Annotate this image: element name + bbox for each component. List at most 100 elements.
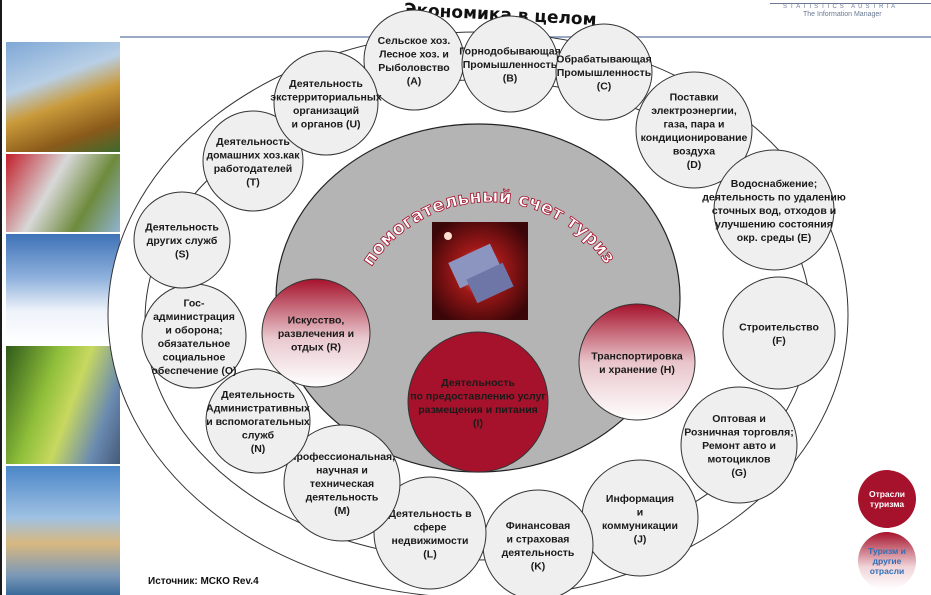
sector-label-line: Водоснабжение; — [731, 178, 817, 190]
sector-label-line: (A) — [407, 75, 422, 87]
sector-label-line: (C) — [597, 81, 612, 93]
sector-circle — [722, 276, 836, 390]
sector-label-line: администрация — [153, 311, 235, 323]
sector-label-line: мотоциклов — [708, 454, 771, 466]
sector-circle — [283, 424, 401, 542]
sector-label-line: Ремонт авто и — [702, 440, 776, 452]
sector-label-line: Промышленность — [557, 67, 652, 79]
sector-label-line: (I) — [473, 417, 483, 429]
sector-label-line: деятельность по удалению — [702, 192, 846, 204]
sector-f: Строительство (F) — [722, 276, 836, 390]
sector-label-line: развлечения и — [278, 328, 354, 340]
sector-label-line: обязательное — [158, 338, 231, 350]
sector-label-line: Поставки — [670, 91, 719, 103]
sector-label-line: (M) — [334, 505, 350, 517]
legend-tourism-sectors: Отрасли туризма — [858, 470, 916, 528]
legend-tourism-label: Отрасли туризма — [868, 488, 906, 509]
sector-label-line: и страховая — [507, 533, 570, 545]
sector-label-line: и органов (U) — [291, 118, 360, 130]
sector-label-line: Информация — [606, 493, 674, 505]
sector-label-line: воздуха — [673, 145, 715, 157]
sector-circle — [261, 278, 371, 388]
sector-label-line: Горнодобывающая — [459, 46, 560, 58]
sector-label-line: (T) — [246, 176, 259, 188]
sector-e: Водоснабжение;деятельность по удалениюст… — [702, 149, 846, 271]
sector-label-line: Деятельность в — [388, 508, 472, 520]
sector-label-line: сфере — [414, 521, 447, 533]
sector-label-line: обеспечение (O) — [151, 365, 236, 377]
sector-label-line: газа, пара и — [664, 118, 725, 130]
sector-label-line: недвижимости — [392, 535, 469, 547]
palace-photo — [6, 466, 120, 595]
sector-label-line: Розничная торговля; — [684, 427, 793, 439]
legend-mixed-label: Туризм и другие отрасли — [868, 545, 906, 577]
sector-circle — [680, 386, 798, 504]
sector-label-line: Деятельность — [145, 222, 219, 234]
ski-photo — [6, 234, 120, 344]
sector-label-line: улучшению состояния — [715, 219, 833, 231]
sector-label-line: экстерриториальных — [270, 91, 382, 103]
sector-circle — [373, 476, 487, 590]
sector-circle — [555, 23, 653, 121]
sector-label-line: Профессиональная, — [289, 451, 395, 463]
sector-label-line: Деятельность — [221, 389, 295, 401]
sector-label-line: и оборона; — [165, 324, 222, 336]
sector-g: Оптовая и Розничная торговля;Ремонт авто … — [680, 386, 798, 504]
sector-label-line: Оптовая и — [712, 413, 766, 425]
sector-label-line: (J) — [634, 533, 647, 545]
sector-u: Деятельностьэкстерриториальныхорганизаци… — [270, 50, 382, 156]
sector-label-line: (F) — [772, 335, 785, 347]
sector-circle — [407, 331, 549, 473]
sector-circle — [578, 303, 696, 421]
sector-circle — [273, 50, 379, 156]
sector-circle — [205, 368, 311, 474]
sector-label-line: Деятельность — [441, 377, 515, 389]
sector-label-line: (B) — [503, 73, 518, 85]
sector-label-line: и хранение (H) — [599, 364, 675, 376]
sector-label-line: (L) — [423, 548, 436, 560]
statue-photo — [6, 42, 120, 152]
logo-text-top: STATISTICS AUSTRIA — [783, 4, 899, 10]
sector-label-line: Финансовая — [506, 520, 570, 532]
sector-label-line: Строительство — [739, 321, 819, 333]
zimmer-frei-photo — [6, 154, 120, 232]
sector-label-line: Рыболовство — [378, 62, 449, 74]
sector-label-line: техническая — [310, 478, 374, 490]
sector-label-line: Промышленность — [463, 59, 558, 71]
sector-label-line: деятельность — [502, 547, 575, 559]
sector-label-line: научная и — [316, 465, 368, 477]
sector-label-line: и вспомогательных — [206, 416, 310, 428]
sector-label-line: (N) — [251, 443, 266, 455]
sector-label-line: Административных — [206, 403, 310, 415]
satellite-image — [432, 222, 528, 320]
sector-label-line: социальное — [163, 351, 226, 363]
sector-label-line: Гос- — [183, 297, 205, 309]
logo-text-bottom: The Information Manager — [803, 11, 882, 18]
sector-label-line: Искусство, — [288, 315, 345, 327]
sector-circle — [202, 110, 304, 212]
sector-label-line: других служб — [147, 235, 218, 247]
sector-label-line: по предоставлению услуг — [410, 390, 546, 402]
sector-label-line: коммуникации — [602, 520, 678, 532]
sector-label-line: Обрабатывающая — [556, 54, 651, 66]
legend-mixed-sectors: Туризм и другие отрасли — [858, 532, 916, 590]
sector-label-line: домашних хоз.как — [206, 149, 300, 161]
sector-label-line: отдых (R) — [291, 342, 341, 354]
sector-label-line: деятельность — [306, 492, 379, 504]
sector-label-line: Деятельность — [289, 78, 363, 90]
sector-label-line: Деятельность — [216, 136, 290, 148]
sector-label-line: Сельское хоз. — [378, 35, 451, 47]
